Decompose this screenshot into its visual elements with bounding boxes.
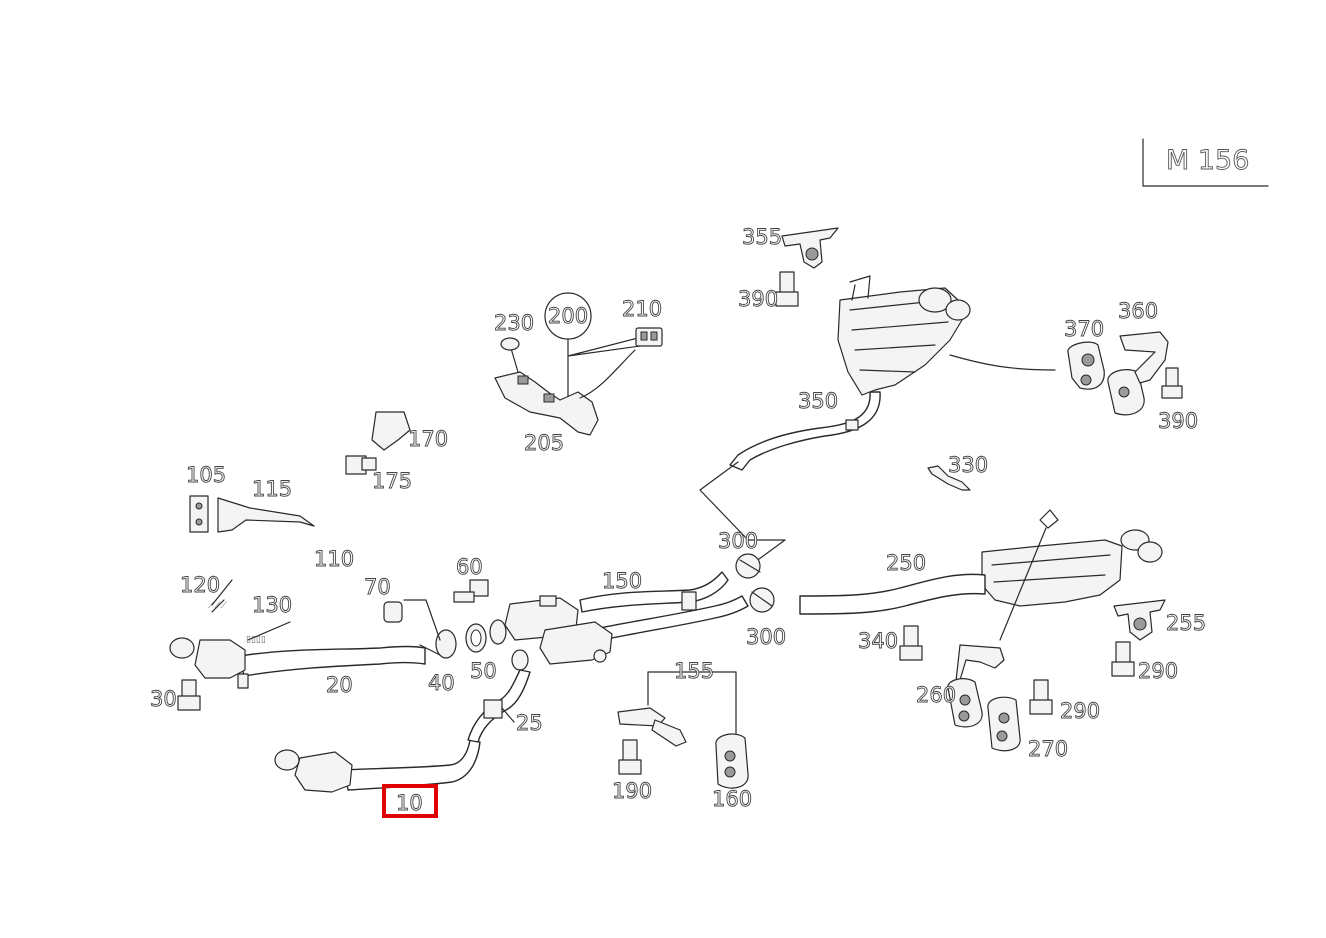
clip-330: [927, 465, 971, 491]
label-60[interactable]: 60: [456, 555, 484, 580]
label-260[interactable]: 260: [916, 683, 957, 708]
label-340[interactable]: 340: [858, 629, 899, 654]
label-255[interactable]: 255: [1166, 611, 1207, 636]
label-250[interactable]: 250: [886, 551, 927, 576]
label-120[interactable]: 120: [180, 573, 221, 598]
label-25[interactable]: 25: [516, 711, 544, 736]
engine-code: M 156: [1166, 145, 1249, 176]
label-350[interactable]: 350: [798, 389, 839, 414]
label-40[interactable]: 40: [428, 671, 456, 696]
part-labels: 10 20 25 30 40 50 60 70 105 110 115 120 …: [150, 225, 1207, 816]
label-205[interactable]: 205: [524, 431, 565, 456]
label-20[interactable]: 20: [326, 673, 354, 698]
label-160[interactable]: 160: [712, 787, 753, 812]
label-10[interactable]: 10: [396, 791, 424, 816]
label-355[interactable]: 355: [742, 225, 783, 250]
center-pipe-150: [489, 571, 749, 671]
bracket-155: [617, 671, 749, 789]
label-390-right[interactable]: 390: [1158, 409, 1199, 434]
engine-code-box: M 156: [1142, 138, 1269, 187]
rear-muffler-250: [799, 509, 1163, 641]
label-170[interactable]: 170: [408, 427, 449, 452]
bracket-assembly-200: [494, 292, 663, 436]
label-290-lower[interactable]: 290: [1060, 699, 1101, 724]
label-150[interactable]: 150: [602, 569, 643, 594]
label-105[interactable]: 105: [186, 463, 227, 488]
hangers-260-270: [899, 625, 1053, 752]
label-370[interactable]: 370: [1064, 317, 1105, 342]
label-390-upper[interactable]: 390: [738, 287, 779, 312]
brackets-105-115: [189, 495, 315, 533]
hangers-360-370: [1067, 331, 1183, 416]
label-210[interactable]: 210: [622, 297, 663, 322]
label-290-right[interactable]: 290: [1138, 659, 1179, 684]
label-155[interactable]: 155: [674, 659, 715, 684]
svg-text:⟋⟋⟋: ⟋⟋⟋: [208, 601, 228, 611]
label-300-upper[interactable]: 300: [718, 529, 759, 554]
label-115[interactable]: 115: [252, 477, 293, 502]
label-230[interactable]: 230: [494, 311, 535, 336]
rear-muffler-350: [729, 275, 1056, 471]
mount-bracket-355: [775, 227, 839, 307]
label-130[interactable]: 130: [252, 593, 293, 618]
label-175[interactable]: 175: [372, 469, 413, 494]
highlight-frame: [382, 784, 438, 818]
gaskets-40-50: [383, 579, 489, 659]
front-pipe-10: [274, 669, 531, 793]
bracket-170: [345, 411, 411, 475]
label-190[interactable]: 190: [612, 779, 653, 804]
label-30[interactable]: 30: [150, 687, 178, 712]
label-110[interactable]: 110: [314, 547, 355, 572]
label-200[interactable]: 200: [548, 304, 589, 329]
label-270[interactable]: 270: [1028, 737, 1069, 762]
label-330[interactable]: 330: [948, 453, 989, 478]
svg-text:▯▯▯▯: ▯▯▯▯: [246, 635, 266, 645]
label-300-lower[interactable]: 300: [746, 625, 787, 650]
hanger-255: [1111, 599, 1166, 677]
front-pipe-20: ⟋⟋⟋ ▯▯▯▯: [169, 579, 426, 711]
label-50[interactable]: 50: [470, 659, 498, 684]
clamps-300: [699, 461, 786, 613]
label-70[interactable]: 70: [364, 575, 392, 600]
label-360[interactable]: 360: [1118, 299, 1159, 324]
